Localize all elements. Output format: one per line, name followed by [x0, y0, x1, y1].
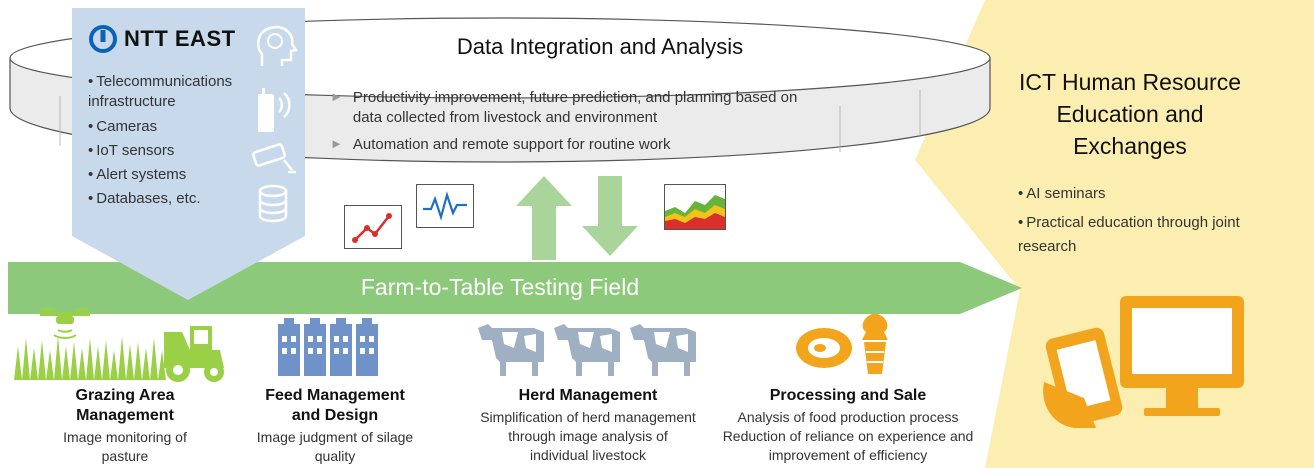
ict-item: AI seminars [1018, 182, 1298, 205]
section-processing: Processing and Sale Analysis of food pro… [712, 386, 984, 465]
database-icon [258, 184, 288, 223]
area-chart-icon [664, 184, 726, 230]
meat-and-icecream-icon [796, 314, 888, 374]
wireless-sensor-icon [258, 88, 291, 132]
ntt-logo-icon [89, 25, 117, 53]
testing-field-label: Farm-to-Table Testing Field [360, 274, 640, 300]
down-arrow-icon [582, 176, 638, 256]
up-arrow-icon [516, 176, 572, 260]
section-desc: Image monitoring of pasture [63, 429, 187, 464]
cows-icon [478, 324, 696, 376]
silo-buildings-icon [278, 318, 378, 376]
ntt-logo-text: NTT EAST [124, 26, 236, 51]
section-title: Feed Management and Design [265, 387, 405, 424]
section-desc: Simplification of herd management throug… [480, 409, 696, 463]
camera-icon [252, 143, 296, 174]
line-chart-icon [344, 205, 402, 249]
devices-icon [1043, 296, 1244, 428]
section-title: Grazing Area Management [75, 387, 175, 424]
provider-list: Telecommunications infrastructure Camera… [88, 72, 256, 211]
section-desc: Image judgment of silage quality [256, 429, 414, 464]
section-desc: Analysis of food production process Redu… [722, 409, 974, 463]
section-title: Processing and Sale [769, 387, 927, 404]
provider-item: Cameras [88, 115, 256, 139]
ntt-logo: NTT EAST [88, 24, 236, 54]
section-herd: Herd Management Simplification of herd m… [478, 386, 698, 465]
grazing-icon [14, 308, 224, 382]
data-point: ► Automation and remote support for rout… [330, 135, 830, 155]
triangle-bullet-icon: ► [330, 136, 343, 151]
data-point: ► Productivity improvement, future predi… [330, 88, 830, 129]
pulse-chart-icon [416, 184, 474, 228]
section-title: Herd Management [518, 387, 658, 404]
provider-item: IoT sensors [88, 139, 256, 163]
provider-item: Telecommunications infrastructure [88, 72, 256, 111]
brain-head-icon [256, 25, 298, 66]
section-feed: Feed Management and Design Image judgmen… [250, 386, 420, 466]
section-grazing: Grazing Area Management Image monitoring… [40, 386, 210, 466]
ict-title: ICT Human Resource Education and Exchang… [1019, 69, 1241, 160]
data-integration-title: Data Integration and Analysis [456, 34, 744, 59]
triangle-bullet-icon: ► [330, 89, 343, 104]
provider-item: Alert systems [88, 163, 256, 187]
provider-item: Databases, etc. [88, 187, 256, 211]
ict-list: AI seminars Practical education through … [1018, 182, 1298, 258]
ict-item: Practical education through joint resear… [1018, 211, 1298, 258]
